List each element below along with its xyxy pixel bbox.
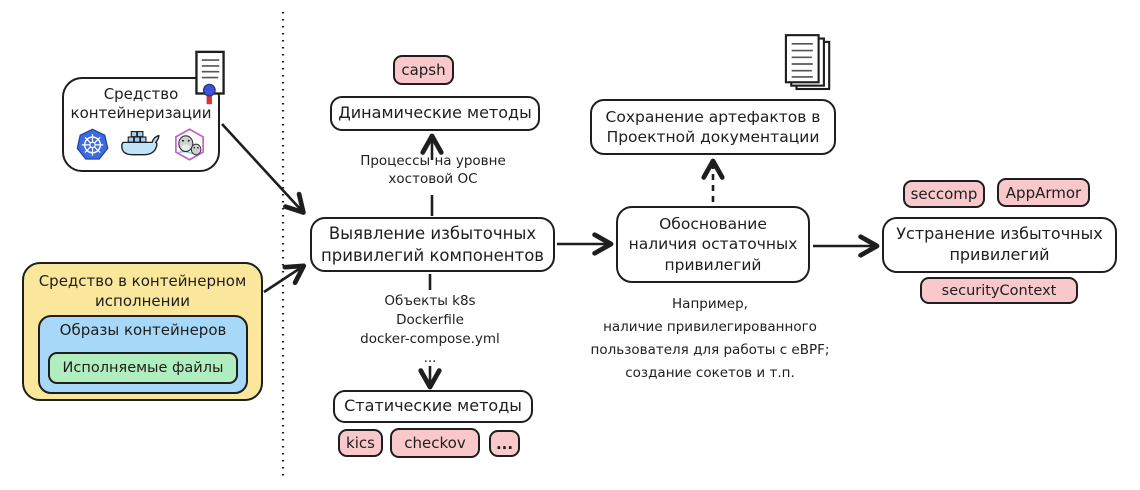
identify-excessive-privileges-node: Выявление избыточных привилегий компонен… bbox=[310, 217, 555, 272]
badge-capsh: capsh bbox=[393, 55, 454, 85]
eliminate-excessive-privileges-node: Устранение избыточных привилегий bbox=[882, 217, 1117, 273]
arrow-containerized-to-identify bbox=[263, 263, 307, 294]
executable-files-node: Исполняемые файлы bbox=[48, 352, 238, 384]
containerized-tool-node: Средство в контейнерном исполнении Образ… bbox=[22, 262, 263, 401]
static-objects-label: Объекты k8s Dockerfile docker-compose.ym… bbox=[360, 293, 500, 367]
containerization-icons bbox=[76, 128, 206, 167]
badge-apparmor: AppArmor bbox=[997, 178, 1090, 207]
static-methods-node: Статические методы bbox=[333, 390, 533, 423]
kubernetes-icon bbox=[76, 128, 109, 167]
containerized-tool-title: Средство в контейнерном исполнении bbox=[38, 272, 247, 310]
badge-securitycontext: securityContext bbox=[920, 277, 1078, 304]
badge-seccomp: seccomp bbox=[903, 180, 985, 208]
containerization-tool-node: Средство контейнеризации bbox=[62, 77, 220, 172]
documents-stack-icon bbox=[784, 33, 834, 95]
container-images-label: Образы контейнеров bbox=[59, 321, 227, 339]
containerization-tool-title: Средство контейнеризации bbox=[70, 84, 212, 123]
arrow-containerization-to-identify bbox=[221, 123, 306, 215]
executable-files-label: Исполняемые файлы bbox=[62, 359, 224, 376]
podman-icon bbox=[173, 128, 206, 167]
host-processes-label: Процессы на уровне хостовой ОС bbox=[360, 153, 506, 187]
docker-icon bbox=[118, 128, 164, 167]
badge-kics: kics bbox=[338, 429, 383, 457]
save-artifacts-node: Сохранение артефактов в Проектной докуме… bbox=[590, 99, 836, 155]
certificate-icon bbox=[195, 50, 226, 107]
justify-residual-privileges-node: Обоснование наличия остаточных привилеги… bbox=[616, 206, 810, 283]
dynamic-methods-node: Динамические методы bbox=[330, 96, 540, 131]
badge-more-tools: ... bbox=[489, 430, 520, 457]
justification-example-label: Например, наличие привилегированного пол… bbox=[590, 296, 830, 381]
badge-checkov: checkov bbox=[390, 428, 480, 458]
container-images-node: Образы контейнеров Исполняемые файлы bbox=[38, 315, 248, 394]
